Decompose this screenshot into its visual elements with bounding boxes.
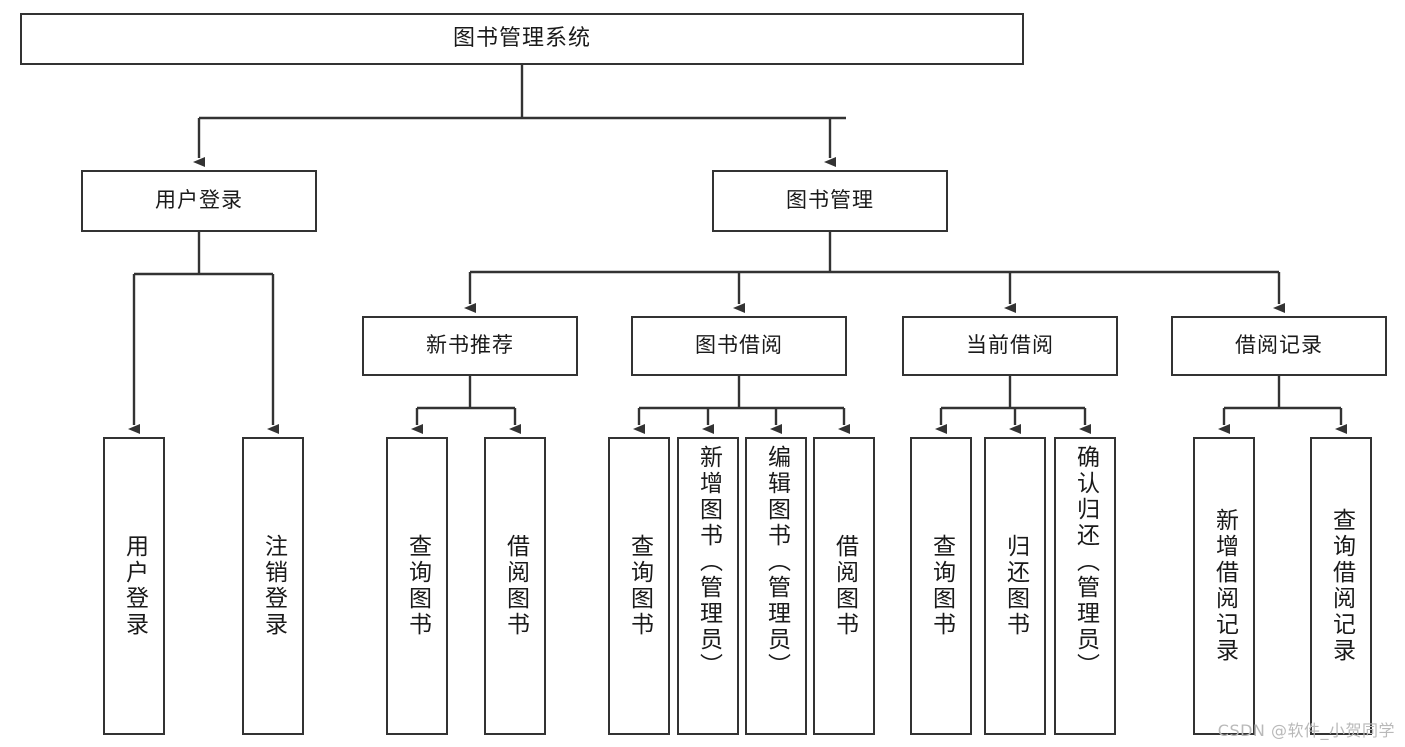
leaf-borrow-book-1-label: 借阅图书 xyxy=(502,534,529,638)
node-current-borrow[interactable]: 当前借阅 xyxy=(902,316,1118,376)
leaf-logout-label: 注销登录 xyxy=(260,534,287,638)
leaf-borrow-book-1[interactable]: 借阅图书 xyxy=(484,437,546,735)
leaf-add-book-label: 新增图书（管理员） xyxy=(695,445,722,679)
leaf-edit-book[interactable]: 编辑图书（管理员） xyxy=(745,437,807,735)
node-user-login-label: 用户登录 xyxy=(155,188,243,213)
node-user-login[interactable]: 用户登录 xyxy=(81,170,317,232)
leaf-add-book[interactable]: 新增图书（管理员） xyxy=(677,437,739,735)
leaf-borrow-book-2-label: 借阅图书 xyxy=(831,534,858,638)
leaf-add-record-label: 新增借阅记录 xyxy=(1211,508,1238,664)
leaf-query-book-2-label: 查询图书 xyxy=(626,534,653,638)
leaf-return-book[interactable]: 归还图书 xyxy=(984,437,1046,735)
node-book-manage-label: 图书管理 xyxy=(786,188,874,213)
leaf-add-record[interactable]: 新增借阅记录 xyxy=(1193,437,1255,735)
node-book-manage[interactable]: 图书管理 xyxy=(712,170,948,232)
leaf-user-login[interactable]: 用户登录 xyxy=(103,437,165,735)
node-current-borrow-label: 当前借阅 xyxy=(966,333,1054,358)
node-borrow-record[interactable]: 借阅记录 xyxy=(1171,316,1387,376)
node-borrow-record-label: 借阅记录 xyxy=(1235,333,1323,358)
node-root-label: 图书管理系统 xyxy=(452,25,591,51)
leaf-query-book-3-label: 查询图书 xyxy=(928,534,955,638)
leaf-return-book-label: 归还图书 xyxy=(1002,534,1029,638)
node-new-book-rec[interactable]: 新书推荐 xyxy=(362,316,578,376)
leaf-query-record-label: 查询借阅记录 xyxy=(1328,508,1355,664)
leaf-user-login-label: 用户登录 xyxy=(121,534,148,638)
node-new-book-rec-label: 新书推荐 xyxy=(426,333,514,358)
leaf-logout[interactable]: 注销登录 xyxy=(242,437,304,735)
leaf-query-book-2[interactable]: 查询图书 xyxy=(608,437,670,735)
node-book-borrow[interactable]: 图书借阅 xyxy=(631,316,847,376)
leaf-query-record[interactable]: 查询借阅记录 xyxy=(1310,437,1372,735)
node-book-borrow-label: 图书借阅 xyxy=(695,333,783,358)
leaf-query-book-1-label: 查询图书 xyxy=(404,534,431,638)
watermark: CSDN @软件_小贺同学 xyxy=(1217,721,1395,740)
node-root[interactable]: 图书管理系统 xyxy=(20,13,1024,65)
leaf-confirm-return[interactable]: 确认归还（管理员） xyxy=(1054,437,1116,735)
leaf-query-book-1[interactable]: 查询图书 xyxy=(386,437,448,735)
leaf-borrow-book-2[interactable]: 借阅图书 xyxy=(813,437,875,735)
leaf-query-book-3[interactable]: 查询图书 xyxy=(910,437,972,735)
leaf-confirm-return-label: 确认归还（管理员） xyxy=(1072,445,1099,679)
leaf-edit-book-label: 编辑图书（管理员） xyxy=(763,445,790,679)
